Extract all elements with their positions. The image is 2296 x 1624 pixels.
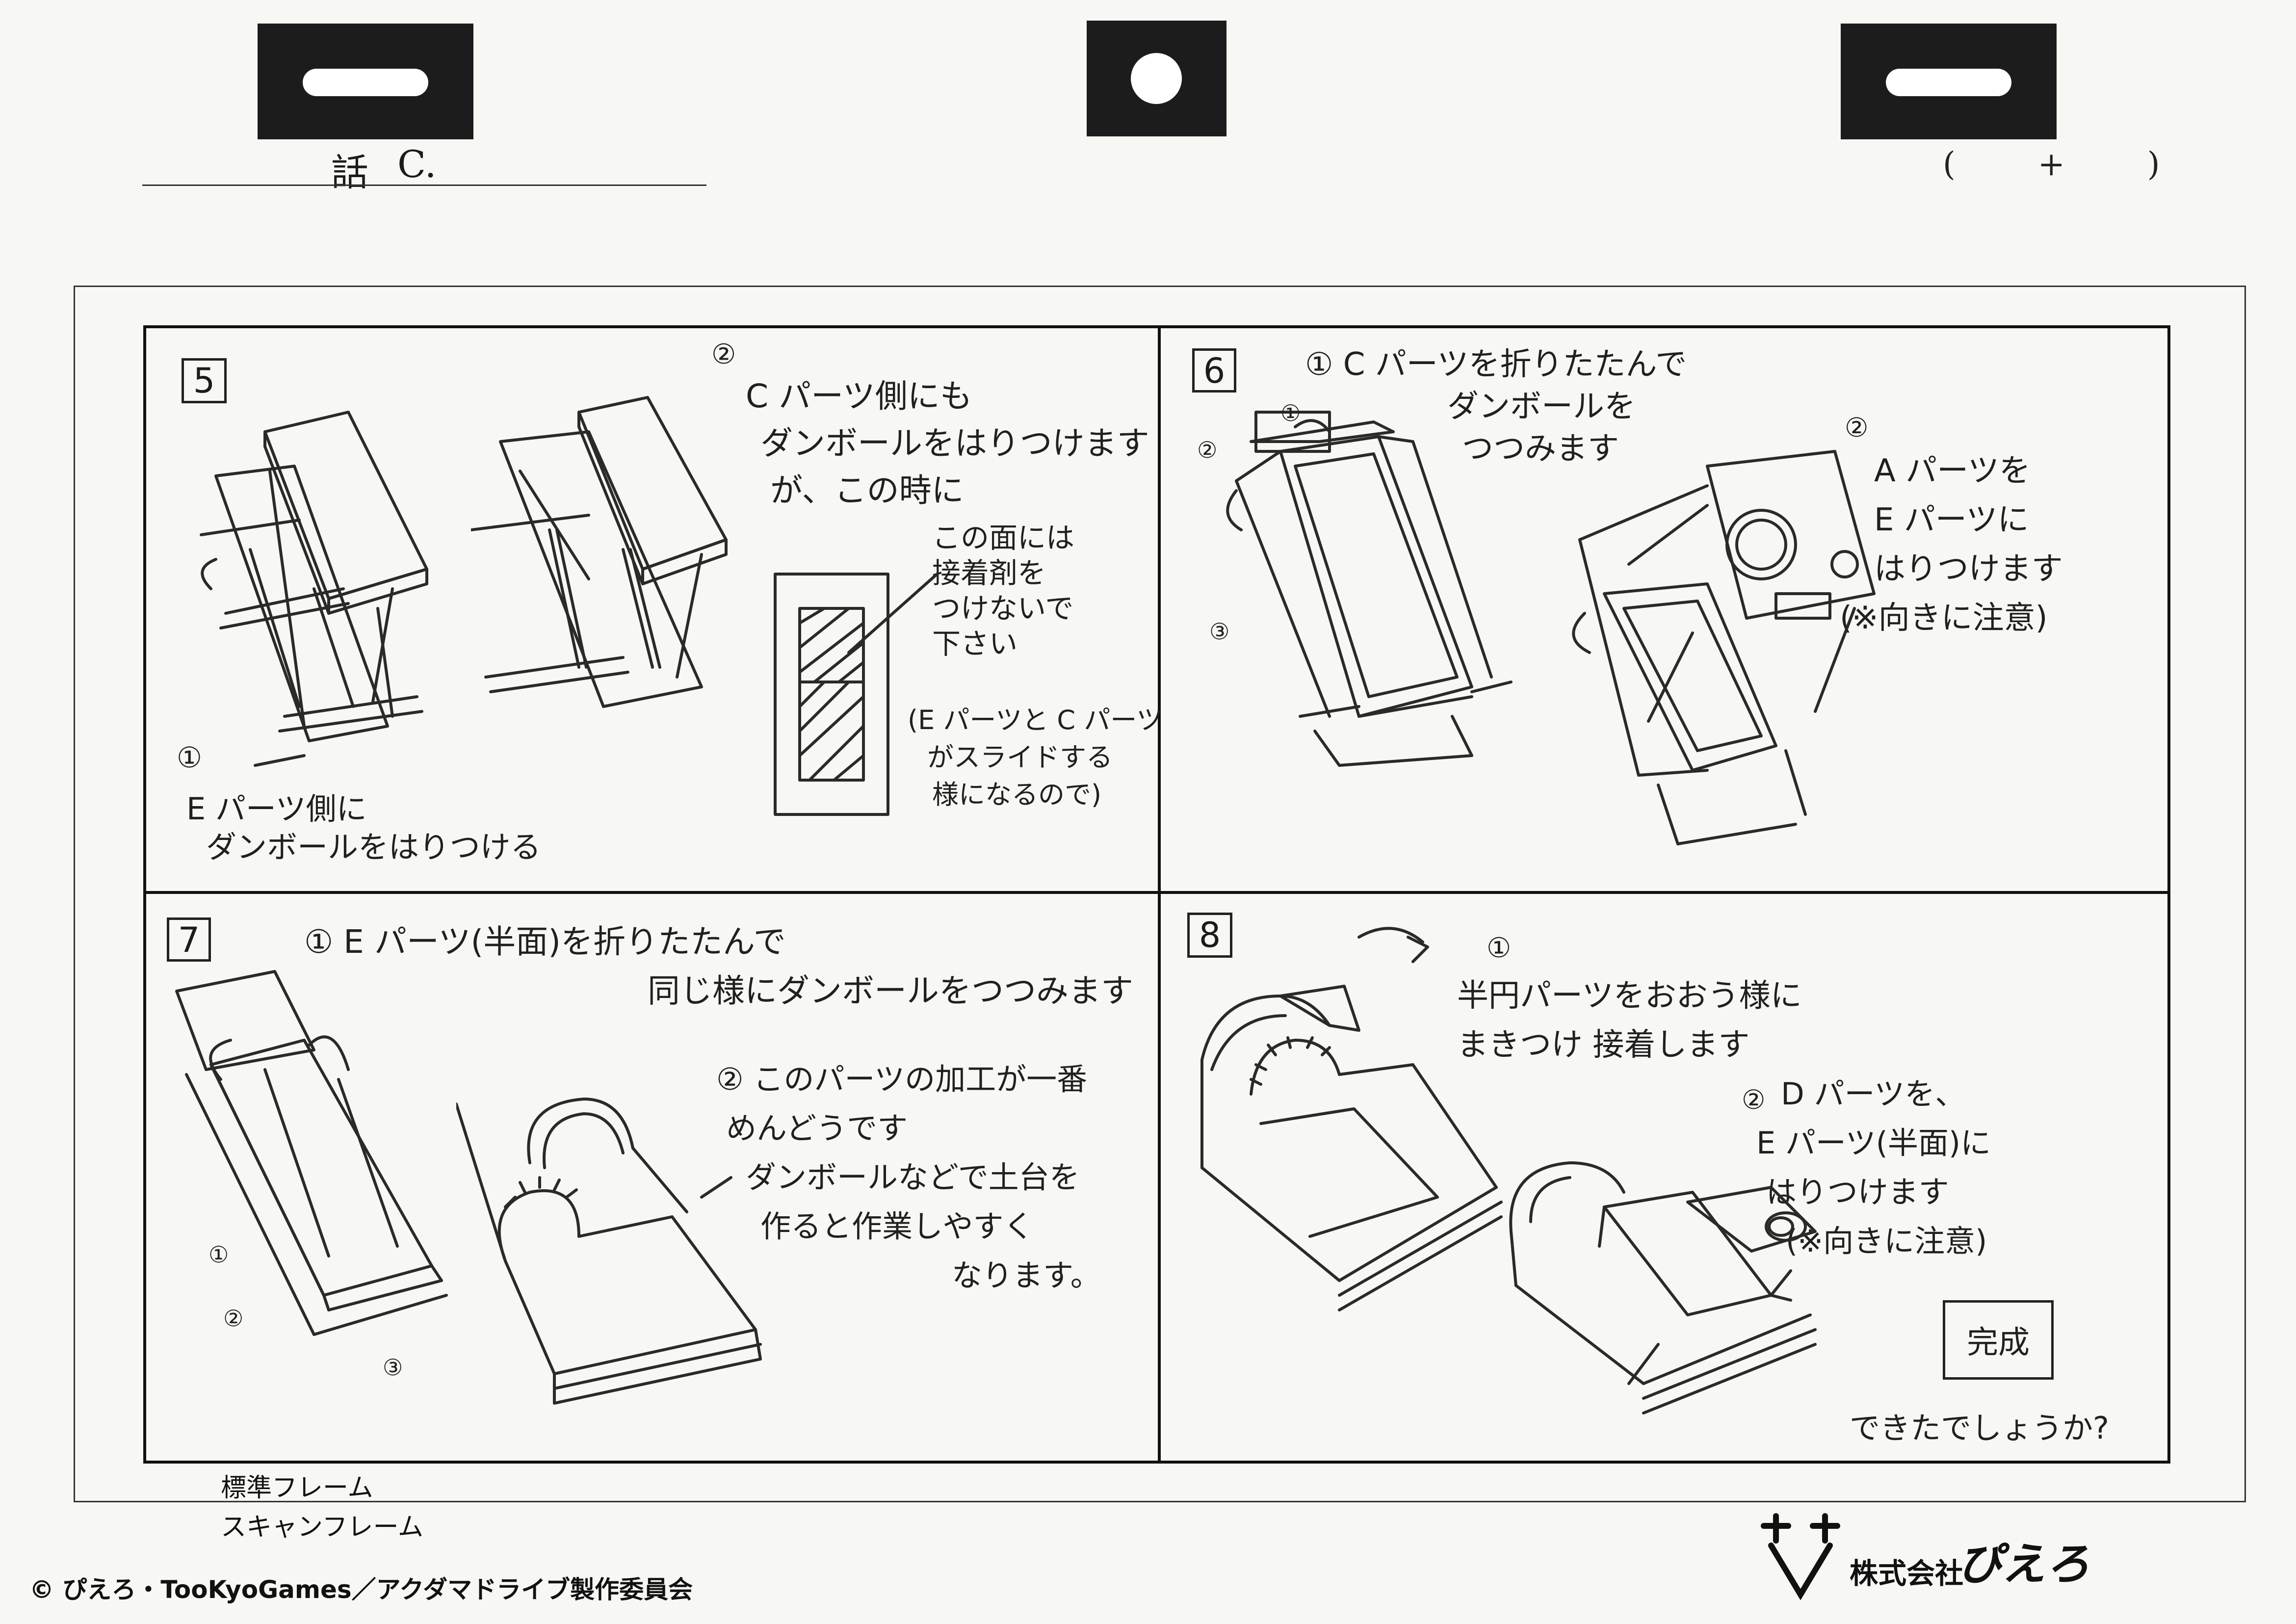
step-8-text-2-line-1: D パーツを、 [1781, 1076, 1966, 1112]
step-7-text-1-line-1-text: E パーツ(半面)を折りたたんで [343, 923, 786, 961]
standard-frame-label: 標準フレーム [221, 1473, 373, 1503]
step-7-text-1-line-2: 同じ様にダンボールをつつみます [648, 972, 1133, 1010]
step-5-slide-note: (E パーツと C パーツ がスライドする 様になるので) [908, 702, 1163, 813]
step-6-text-2-line-1: A パーツを [1874, 453, 2031, 489]
step-6-note-2-marker: ② [1845, 412, 1869, 443]
step-8-text-2-line-2: E パーツ(半面)に [1756, 1125, 1991, 1161]
step-5-slide-line-3: 様になるので) [932, 779, 1102, 810]
step-6-marker-1: ① [1280, 400, 1301, 426]
peg-bar-center [1087, 21, 1226, 136]
step-number-6: 6 [1192, 348, 1236, 393]
step-6-note-1: ① C パーツを折りたたんで ダンボールを つつみます [1305, 343, 1687, 470]
step-6-text-2-line-4: (※向きに注意) [1840, 600, 2048, 636]
company-logo-wordmark: ぴえろ [1957, 1539, 2090, 1590]
scan-frame [74, 286, 2246, 1502]
step-7-marker-2: ② [223, 1305, 244, 1332]
step-7-text-2-line-5: なります。 [952, 1257, 1101, 1293]
sketch-8-completed-model [1509, 1161, 1817, 1414]
step-5-note-arrow [847, 573, 939, 654]
pierrot-logo-icon [1761, 1513, 1840, 1600]
step-6-marker-2: ② [1197, 437, 1218, 463]
step-8-text-1-line-1: 半円パーツをおおう様に [1457, 978, 1802, 1014]
step-7-note-2-marker: ② [716, 1061, 744, 1097]
step-5-text-2-line-2: ダンボールをはりつけます [760, 424, 1149, 462]
step-6-text-2-line-2: E パーツに [1874, 502, 2029, 538]
step-7-text-2-line-4: 作ると作業しやすく [760, 1208, 1034, 1244]
copyright-notice: © ぴえろ・TooKyoGames／アクダマドライブ製作委員会 [29, 1575, 693, 1604]
step-5-caution-line-2: 接着剤を [932, 556, 1046, 590]
step-7-text-2-line-1-text: このパーツの加工が一番 [753, 1061, 1088, 1097]
step-5-text-2-line-3: が、この時に [770, 471, 964, 509]
peg-bar-left [258, 24, 473, 139]
step-8-text-2-line-3: はりつけます [1766, 1174, 1949, 1210]
sketch-5-part-e [200, 411, 428, 767]
sketch-6-folded-part-c [1226, 411, 1513, 767]
step-5-note-1-marker: ① [177, 741, 202, 774]
step-5-slide-line-1: (E パーツと C パーツ [908, 705, 1163, 735]
step-6-text-1-line-2: ダンボールを [1447, 389, 1636, 425]
step-5-text-1-line-2: ダンボールをはりつける [206, 829, 541, 865]
step-5-text-1-line-1: E パーツ側に [186, 791, 367, 827]
sketch-6-parts-a-e [1572, 450, 1876, 845]
sketch-7-half-cylinder [456, 1098, 762, 1405]
step-8-text-1: 半円パーツをおおう様に まきつけ 接着します [1457, 971, 1802, 1070]
step-number-5: 5 [182, 358, 227, 403]
step-6-text-2: A パーツを E パーツに はりつけます (※向きに注意) [1840, 446, 2063, 643]
step-6-marker-3: ③ [1209, 618, 1230, 645]
step-5-text-1: E パーツ側に ダンボールをはりつける [186, 790, 541, 866]
panel-divider-vertical [1158, 325, 1161, 1464]
step-5-caution-line-1: この面には [932, 521, 1075, 554]
episode-label: 話 [331, 151, 368, 194]
scan-frame-label: スキャンフレーム [221, 1513, 423, 1542]
step-5-slide-line-2: がスライドする [927, 742, 1113, 773]
step-7-text-2: ② このパーツの加工が一番 めんどうです ダンボールなどで土台を 作ると作業しや… [716, 1055, 1101, 1300]
step-6-text-1-line-1-text: C パーツを折りたたんで [1343, 346, 1687, 383]
step-7-text-1-line-1: ① E パーツ(半面)を折りたたんで [304, 917, 1133, 967]
step-5-caution-line-3: つけないで [932, 592, 1074, 625]
step-8-note-2-marker: ② [1742, 1084, 1766, 1115]
step-6-text-1-line-1: ① C パーツを折りたたんで [1305, 343, 1687, 386]
curved-arrow-icon [1357, 927, 1429, 963]
peg-hole-slot-left [303, 69, 428, 96]
panel-divider-horizontal [143, 891, 2170, 894]
step-8-note-1-marker: ① [1487, 932, 1512, 964]
step-5-caution-note: この面には 接着剤を つけないで 下さい [932, 520, 1074, 661]
step-number-7: 7 [167, 917, 211, 962]
cut-label: C. [397, 142, 437, 186]
sketch-5-part-c [471, 396, 728, 708]
step-5-caution-line-4: 下さい [932, 627, 1018, 660]
step-7-text-2-line-3: ダンボールなどで土台を [746, 1159, 1080, 1195]
header-underline [142, 184, 706, 186]
peg-hole-round [1131, 53, 1182, 104]
sketch-5-glue-diagram [774, 573, 889, 816]
step-7-note-1-marker: ① [304, 923, 334, 961]
step-7-text-2-line-2: めんどうです [726, 1110, 908, 1146]
step-8-text-2-line-4: (※向きに注意) [1786, 1223, 1987, 1259]
step-5-note-2-marker: ② [711, 339, 736, 370]
step-8-text-1-line-2: まきつけ 接着します [1457, 1027, 1750, 1063]
peg-bar-right [1841, 24, 2057, 139]
sketch-8-wrapped-half-cylinder [1200, 985, 1503, 1311]
step-6-text-2-line-3: はりつけます [1874, 551, 2063, 587]
step-8-final-question: できたでしょうか? [1850, 1410, 2109, 1446]
sketch-7-folded-half [175, 970, 448, 1336]
step-7-marker-3: ③ [383, 1354, 403, 1381]
step-6-note-1-marker: ① [1305, 346, 1333, 383]
standard-frame [143, 325, 2170, 1464]
peg-hole-slot-right [1886, 69, 2011, 96]
frame-counter: ( + ) [1943, 145, 2160, 183]
step-6-text-1-line-3: つつみます [1462, 431, 1619, 467]
step-5-text-2: C パーツ側にも ダンボールをはりつけます が、この時に [746, 373, 1149, 514]
completion-stamp: 完成 [1943, 1300, 2054, 1380]
step-5-text-2-line-1: C パーツ側にも [746, 377, 972, 415]
step-7-text-1: ① E パーツ(半面)を折りたたんで 同じ様にダンボールをつつみます [304, 917, 1133, 1016]
company-label: 株式会社 [1850, 1557, 1964, 1590]
step-8-text-2: D パーツを、 E パーツ(半面)に はりつけます (※向きに注意) [1756, 1070, 1991, 1266]
step-7-marker-1: ① [209, 1241, 229, 1268]
step-number-8: 8 [1187, 913, 1232, 958]
step-7-text-2-line-1: ② このパーツの加工が一番 [716, 1055, 1101, 1104]
